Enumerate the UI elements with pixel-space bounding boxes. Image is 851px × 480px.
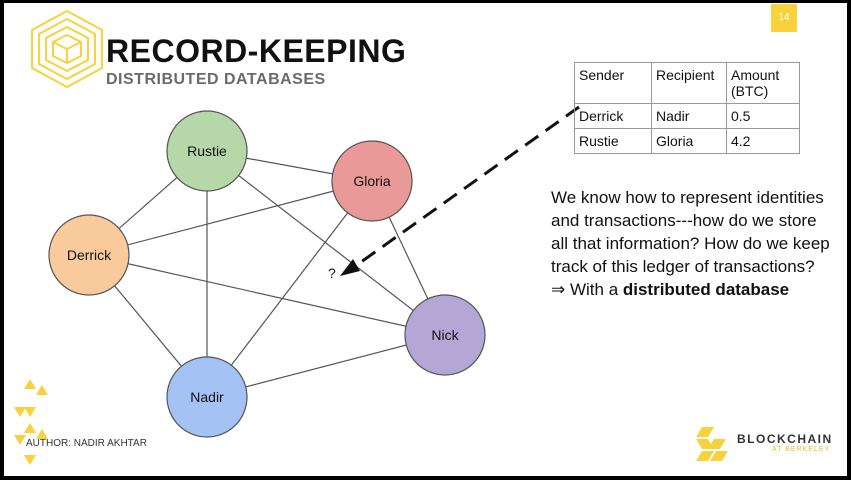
table-cell: Rustie xyxy=(574,128,652,154)
node-label-derrick: Derrick xyxy=(67,247,112,263)
dashed-arrow xyxy=(340,105,580,276)
table-header-cell: Amount (BTC) xyxy=(726,62,800,104)
blockchain-logo-icon xyxy=(696,427,728,461)
node-label-rustie: Rustie xyxy=(187,143,227,159)
brand-subtitle: AT BERKELEY xyxy=(772,446,831,453)
question-mark: ? xyxy=(328,265,336,281)
slide-title: RECORD-KEEPING xyxy=(106,33,407,69)
table-cell: Gloria xyxy=(651,128,727,154)
conclusion-prefix: ⇒ With a xyxy=(551,280,623,299)
decorative-triangles-icon xyxy=(14,379,48,465)
table-row: Rustie Gloria 4.2 xyxy=(574,128,800,154)
body-paragraph: We know how to represent identities and … xyxy=(551,188,830,276)
slide-subtitle: DISTRIBUTED DATABASES xyxy=(106,71,326,88)
table-cell: Derrick xyxy=(574,103,652,129)
node-derrick xyxy=(48,214,130,296)
table-cell: 0.5 xyxy=(726,103,800,129)
conclusion-line: ⇒ With a distributed database xyxy=(551,278,836,301)
node-rustie xyxy=(166,110,248,192)
node-nick xyxy=(404,294,486,376)
node-nadir xyxy=(166,356,248,438)
table-header-cell: Recipient xyxy=(651,62,727,104)
table-header-row: Sender Recipient Amount (BTC) xyxy=(574,62,800,104)
table-header-cell: Sender xyxy=(574,62,652,104)
hexagon-logo-icon xyxy=(31,9,103,89)
network-diagram: Rustie Gloria Derrick Nick Nadir ? xyxy=(48,105,580,438)
author-credit: AUTHOR: NADIR AKHTAR xyxy=(26,438,147,449)
node-gloria xyxy=(331,140,413,222)
conclusion-bold: distributed database xyxy=(622,280,790,299)
transactions-table: Sender Recipient Amount (BTC) Derrick Na… xyxy=(574,62,800,154)
node-label-nick: Nick xyxy=(431,327,459,343)
node-label-gloria: Gloria xyxy=(353,173,391,189)
slide: 14 RECORD-KEEPING DISTRIBUTED DATABASES xyxy=(4,3,847,476)
table-row: Derrick Nadir 0.5 xyxy=(574,103,800,129)
page-number: 14 xyxy=(771,4,797,32)
node-label-nadir: Nadir xyxy=(190,389,224,405)
network-nodes xyxy=(48,110,486,438)
body-text: We know how to represent identities and … xyxy=(551,186,836,301)
table-cell: Nadir xyxy=(651,103,727,129)
table-cell: 4.2 xyxy=(726,128,800,154)
brand-name: BLOCKCHAIN xyxy=(737,432,833,446)
